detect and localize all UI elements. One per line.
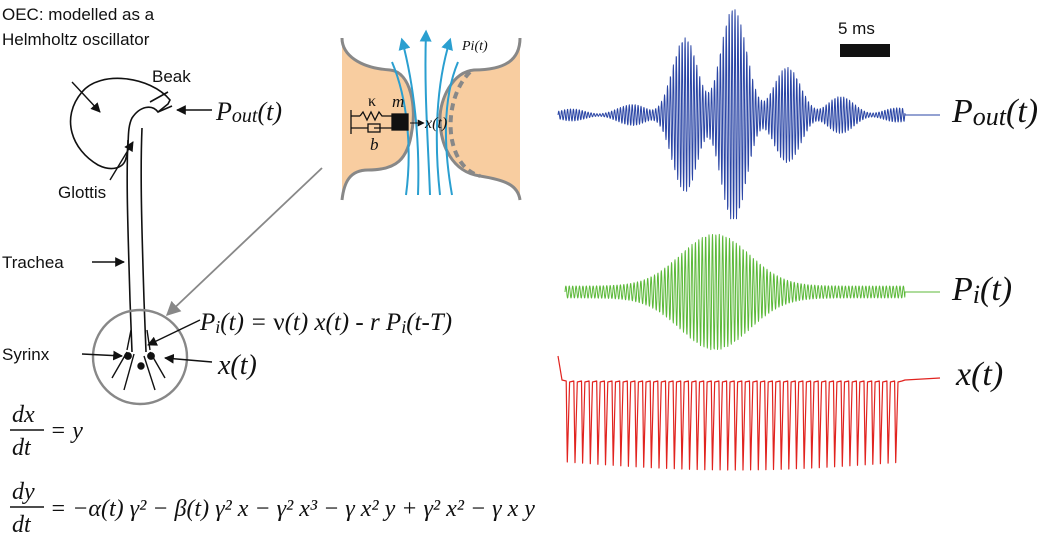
svg-text:= −α(t) γ² − β(t) γ² x − γ² x³: = −α(t) γ² − β(t) γ² x − γ² x³ − γ x² y …: [50, 496, 535, 522]
trace-pout: [557, 9, 941, 220]
left-fold-tissue: [342, 38, 414, 200]
kappa-label: κ: [368, 93, 376, 110]
displaced-fold-dashed: [448, 70, 481, 178]
syrinx-label: Syrinx: [2, 345, 50, 364]
trace-label-x: x(t): [955, 356, 1003, 393]
scale-bar: [840, 44, 890, 57]
inset-pi-label: Pi(t): [461, 39, 488, 54]
inset-x-label: x(t): [424, 115, 447, 132]
trachea-label: Trachea: [2, 253, 64, 272]
spring-mass-damper: [350, 110, 409, 134]
vocal-fold-inset: κ m b x(t) Pi(t): [340, 29, 522, 201]
vocal-tract-sketch: [69, 77, 173, 353]
oec-label-line2: Helmholtz oscillator: [2, 30, 150, 49]
svg-text:dt: dt: [12, 512, 32, 538]
trace-pi: [564, 233, 941, 351]
pout-label-left: Pout(t): [215, 97, 282, 127]
damping-label: b: [370, 135, 379, 154]
svg-text:= y: = y: [50, 418, 83, 444]
glottis-arrow: [109, 141, 134, 181]
inset-connector: [165, 167, 323, 316]
right-fold-tissue: [440, 38, 520, 200]
x-label-left: x(t): [217, 350, 257, 381]
ode-dx: dx dt = y: [10, 402, 83, 461]
oec-arrow: [71, 81, 101, 113]
trace-label-pi: Pi(t): [951, 271, 1012, 309]
annotation-arrows: [71, 81, 213, 364]
x-arrow: [164, 353, 213, 364]
glottis-label: Glottis: [58, 183, 106, 202]
beak-outline: [149, 91, 173, 113]
svg-text:dy: dy: [12, 479, 35, 505]
trace-label-pout: Pout(t): [951, 93, 1038, 131]
pi-equation: Pi(t) = ν(t) x(t) - r Pi(t-T): [199, 309, 452, 337]
oec-label-line1: OEC: modelled as a: [2, 5, 155, 24]
trace-pout-line: [557, 9, 941, 220]
trace-x-line: [557, 355, 941, 471]
beak-label: Beak: [152, 67, 191, 86]
trachea-right: [140, 127, 147, 353]
svg-text:dx: dx: [12, 402, 35, 428]
trace-pi-line: [564, 233, 941, 351]
trachea-left: [126, 139, 133, 353]
trace-x: [557, 355, 941, 471]
pi-arrow: [147, 319, 201, 346]
syrinx-detail: [111, 329, 166, 391]
scale-bar-label: 5 ms: [838, 19, 875, 38]
ode-dy: dy dt = −α(t) γ² − β(t) γ² x − γ² x³ − γ…: [10, 479, 535, 538]
svg-text:dt: dt: [12, 435, 32, 461]
syrinx-arrow: [81, 350, 123, 361]
syrinx-circle: [91, 308, 189, 406]
oec-outline: [69, 77, 171, 170]
mass-label: m: [392, 92, 404, 111]
